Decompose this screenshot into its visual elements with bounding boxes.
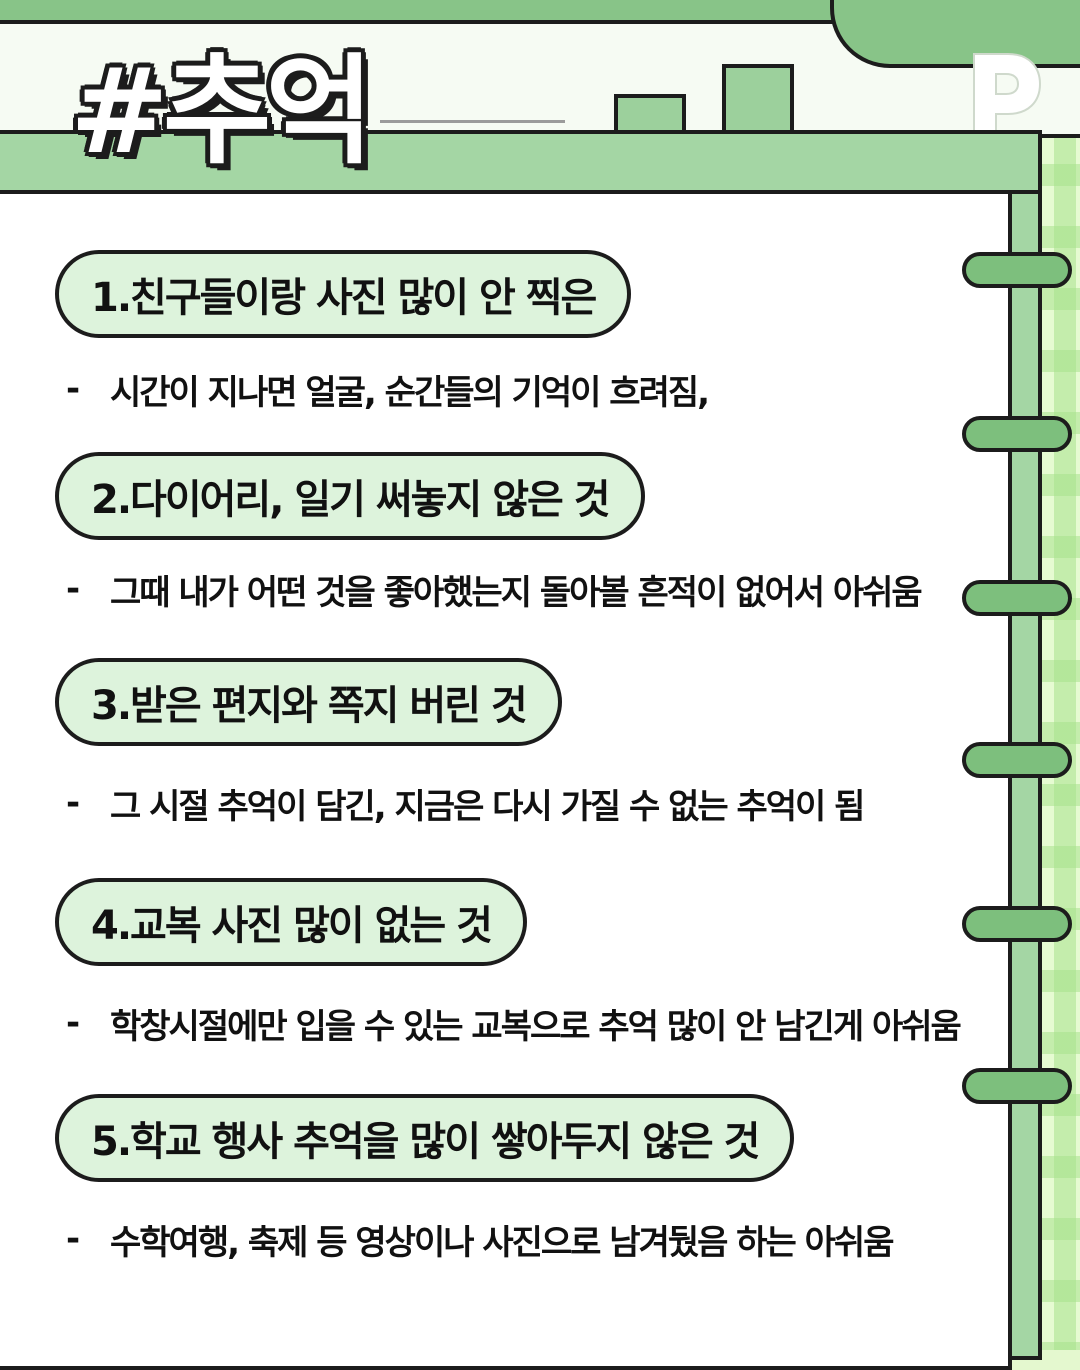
item-heading: 3.받은 편지와 쪽지 버린 것 xyxy=(55,658,562,746)
item-description-text: 그때 내가 어떤 것을 좋아했는지 돌아볼 흔적이 없어서 아쉬움 xyxy=(110,572,923,613)
item-heading: 5.학교 행사 추억을 많이 쌓아두지 않은 것 xyxy=(55,1094,795,1182)
bullet-dash: - xyxy=(66,1219,80,1259)
binder-ring xyxy=(962,252,1072,288)
page-title: #추억 xyxy=(70,42,374,180)
item-description-text: 학창시절에만 입을 수 있는 교복으로 추억 많이 안 남긴게 아쉬움 xyxy=(110,1006,962,1047)
item-description: - 학창시절에만 입을 수 있는 교복으로 추억 많이 안 남긴게 아쉬움 xyxy=(66,1000,962,1047)
deco-line xyxy=(380,120,565,123)
item-heading: 1.친구들이랑 사진 많이 안 찍은 xyxy=(55,250,632,338)
item-description-text: 시간이 지나면 얼굴, 순간들의 기억이 흐려짐, xyxy=(110,372,710,413)
bullet-dash: - xyxy=(66,1003,80,1043)
item-description: - 그때 내가 어떤 것을 좋아했는지 돌아볼 흔적이 없어서 아쉬움 xyxy=(66,566,923,613)
bullet-dash: - xyxy=(66,783,80,823)
item-description-text: 그 시절 추억이 담긴, 지금은 다시 가질 수 없는 추억이 됨 xyxy=(110,786,865,827)
binder-ring xyxy=(962,906,1072,942)
item-heading: 4.교복 사진 많이 없는 것 xyxy=(55,878,527,966)
binder-ring xyxy=(962,416,1072,452)
top-right-tab xyxy=(830,0,1080,68)
binder-ring xyxy=(962,580,1072,616)
item-description: - 수학여행, 축제 등 영상이나 사진으로 남겨뒀음 하는 아쉬움 xyxy=(66,1216,894,1263)
p-logo-icon xyxy=(973,53,1042,133)
item-description: - 그 시절 추억이 담긴, 지금은 다시 가질 수 없는 추억이 됨 xyxy=(66,780,865,827)
binder-ring xyxy=(962,1068,1072,1104)
binder-ring xyxy=(962,742,1072,778)
deco-square xyxy=(614,94,686,134)
bullet-dash: - xyxy=(66,569,80,609)
deco-square xyxy=(722,64,794,134)
item-description: - 시간이 지나면 얼굴, 순간들의 기억이 흐려짐, xyxy=(66,366,710,413)
bullet-dash: - xyxy=(66,369,80,409)
item-description-text: 수학여행, 축제 등 영상이나 사진으로 남겨뒀음 하는 아쉬움 xyxy=(110,1222,894,1263)
item-heading: 2.다이어리, 일기 써놓지 않은 것 xyxy=(55,452,645,540)
